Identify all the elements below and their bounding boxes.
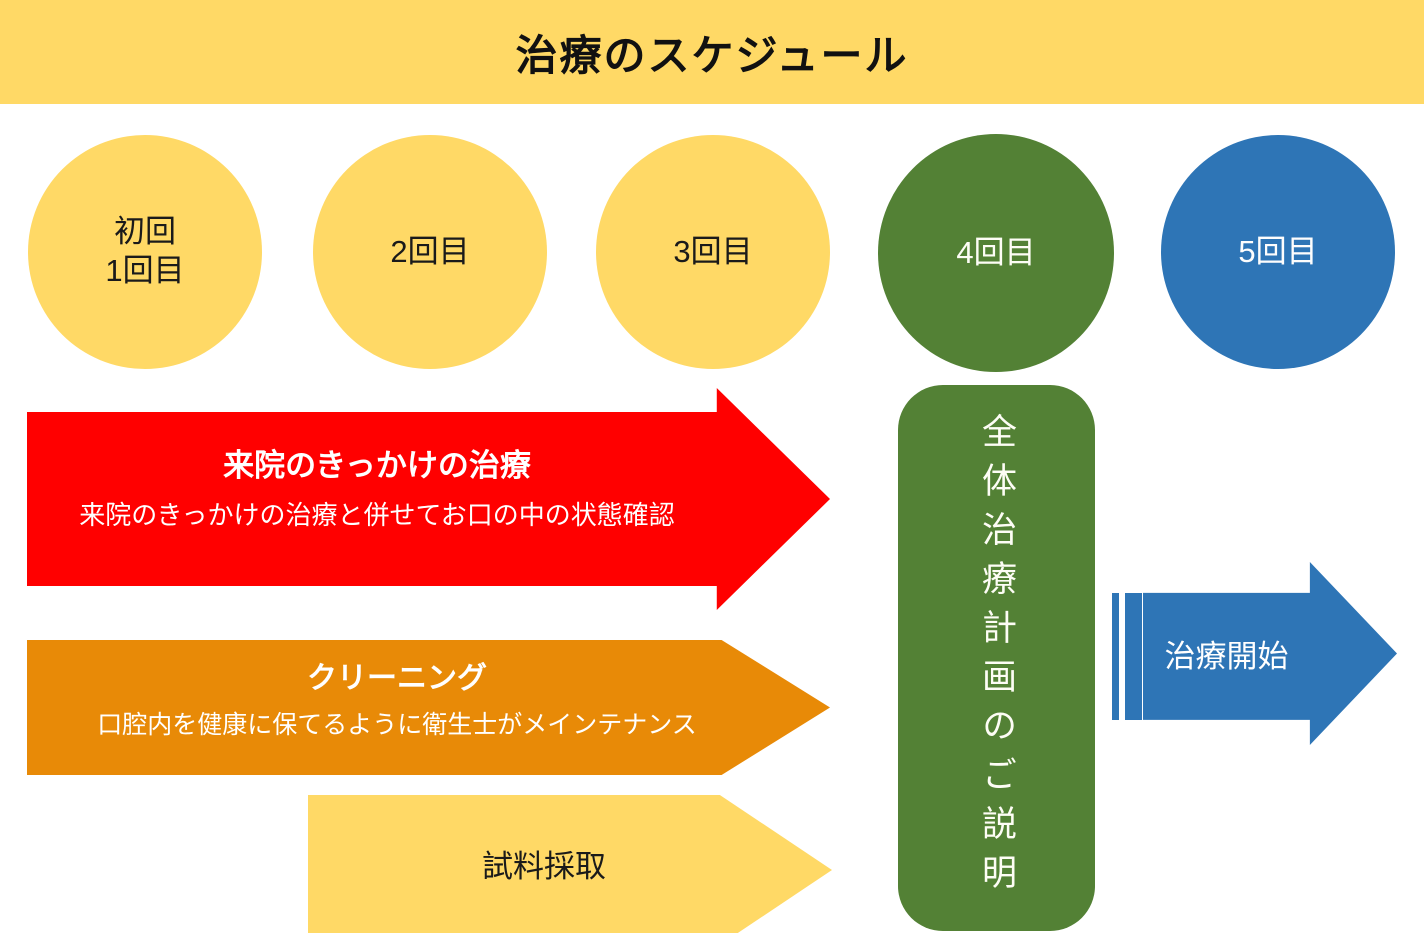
red-arrow-title: 来院のきっかけの治療	[223, 448, 531, 483]
plan-explanation-panel: 全体治療計画のご説明	[898, 385, 1095, 931]
title-banner: 治療のスケジュール	[0, 0, 1424, 104]
orange-arrow-cleaning: クリーニング 口腔内を健康に保てるように衛生士がメインテナンス	[27, 640, 830, 775]
blue-arrow-stripe-1	[1112, 593, 1119, 720]
yellow-arrow-sampling: 試料採取	[308, 795, 832, 933]
step-circle-visit-5: 5回目	[1161, 135, 1395, 369]
blue-arrow-stripe-2	[1125, 593, 1142, 720]
step-circle-visit-1: 初回 1回目	[28, 135, 262, 369]
step-circle-label: 初回 1回目	[105, 214, 185, 288]
orange-arrow-subtitle: 口腔内を健康に保てるように衛生士がメインテナンス	[97, 710, 697, 739]
blue-arrow-start: 治療開始	[1143, 562, 1397, 745]
step-circle-label: 3回目	[673, 233, 753, 269]
step-circle-visit-2: 2回目	[313, 135, 547, 369]
red-arrow-text: 来院のきっかけの治療 来院のきっかけの治療と併せてお口の中の状態確認	[27, 446, 727, 532]
page-title: 治療のスケジュール	[515, 31, 909, 79]
step-circle-label: 5回目	[1238, 233, 1318, 269]
step-circle-visit-3: 3回目	[596, 135, 830, 369]
red-arrow-subtitle: 来院のきっかけの治療と併せてお口の中の状態確認	[79, 500, 675, 531]
red-arrow-treatment: 来院のきっかけの治療 来院のきっかけの治療と併せてお口の中の状態確認	[27, 388, 830, 610]
step-circle-label: 4回目	[956, 234, 1036, 270]
plan-explanation-label: 全体治療計画のご説明	[977, 413, 1016, 903]
orange-arrow-text: クリーニング 口腔内を健康に保てるように衛生士がメインテナンス	[27, 660, 767, 741]
step-circle-visit-4: 4回目	[878, 134, 1114, 372]
blue-arrow-label: 治療開始	[1164, 639, 1289, 674]
step-circle-label: 2回目	[390, 233, 470, 269]
yellow-arrow-label: 試料採取	[482, 849, 606, 884]
orange-arrow-title: クリーニング	[307, 662, 487, 695]
